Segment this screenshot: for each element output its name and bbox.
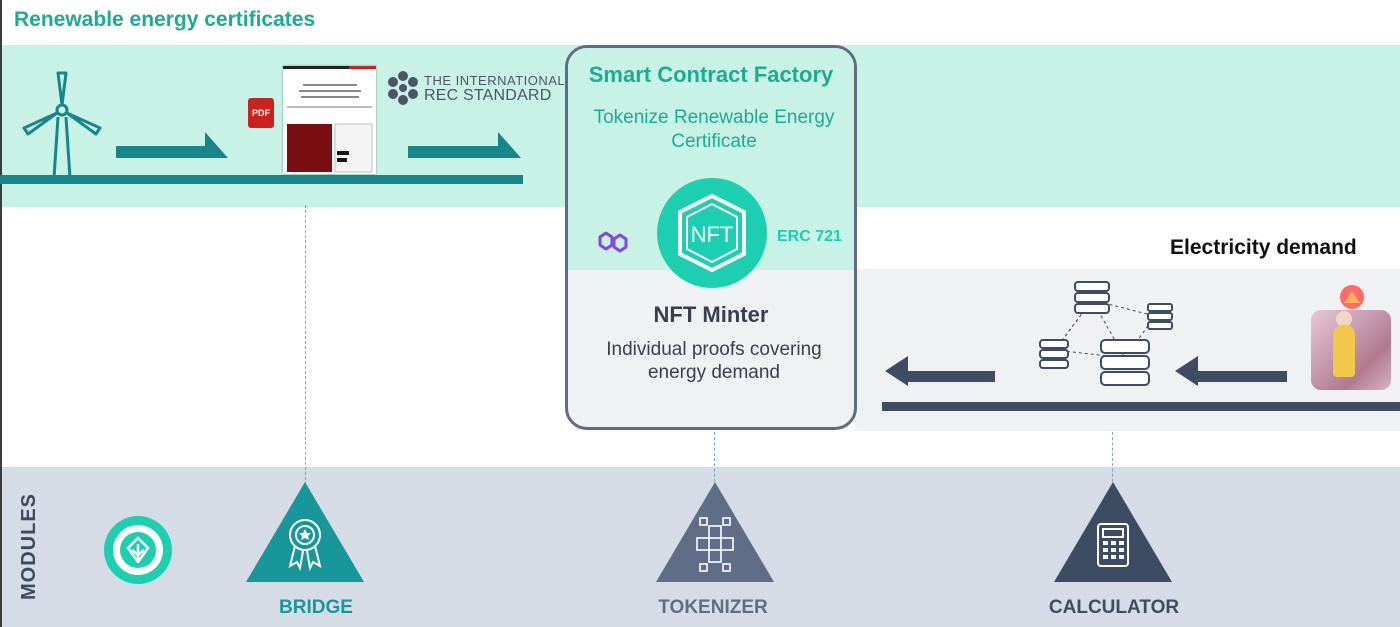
nft-badge-icon: NFT — [657, 178, 767, 288]
decentraland-badge-icon — [1338, 283, 1366, 311]
page-title: Renewable energy certificates — [14, 8, 316, 31]
calculator-label: CALCULATOR — [1048, 597, 1180, 618]
demand-flow-arrows — [882, 356, 1400, 411]
nft-minter-subtitle: Individual proofs covering energy demand — [606, 339, 822, 383]
modules-label: MODULES — [18, 493, 40, 600]
avatar-figure — [1333, 325, 1355, 377]
left-border — [0, 0, 2, 627]
rec-standard-logo-icon — [388, 71, 418, 105]
award-ribbon-icon — [288, 519, 322, 572]
erc-721-label: ERC 721 — [777, 228, 842, 245]
tokenizer-label: TOKENIZER — [658, 597, 768, 618]
bridge-module — [246, 482, 364, 582]
arrow-left-2 — [1175, 356, 1287, 386]
leaf-logo-core — [120, 532, 156, 568]
demand-baseline — [882, 402, 1400, 411]
rec-flow-arrows — [0, 132, 523, 184]
rec-logo-line2: REC STANDARD — [424, 87, 552, 104]
rec-baseline — [0, 175, 523, 184]
rec-logo-line1: THE INTERNATIONAL — [424, 73, 566, 88]
cubes-network-icon — [696, 517, 734, 572]
tokenizer-connector — [714, 432, 715, 487]
server-network-icon — [1039, 281, 1173, 386]
polygon-icon — [598, 231, 628, 253]
calculator-connector — [1112, 432, 1113, 487]
rec-standard-logo-text: THE INTERNATIONAL REC STANDARD — [424, 73, 566, 104]
nft-label: NFT — [691, 222, 734, 247]
calculator-icon — [1097, 523, 1129, 567]
tokenizer-module — [656, 482, 774, 582]
card-title: Smart Contract Factory — [588, 62, 834, 87]
bridge-connector — [305, 205, 306, 495]
bridge-label: BRIDGE — [279, 597, 353, 618]
electricity-demand-title: Electricity demand — [1170, 236, 1357, 259]
arrow-left-1 — [885, 356, 995, 386]
avatar-head — [1336, 311, 1352, 327]
pdf-icon: PDF — [248, 98, 274, 128]
arrow-right-2 — [408, 132, 521, 158]
nft-minter-title: NFT Minter — [653, 302, 769, 327]
certificate-document — [283, 66, 376, 174]
arrow-right-1 — [116, 132, 228, 158]
wind-turbine-icon — [22, 71, 102, 180]
card-subtitle: Tokenize Renewable Energy Certificate — [593, 107, 835, 152]
calculator-module — [1054, 482, 1172, 582]
